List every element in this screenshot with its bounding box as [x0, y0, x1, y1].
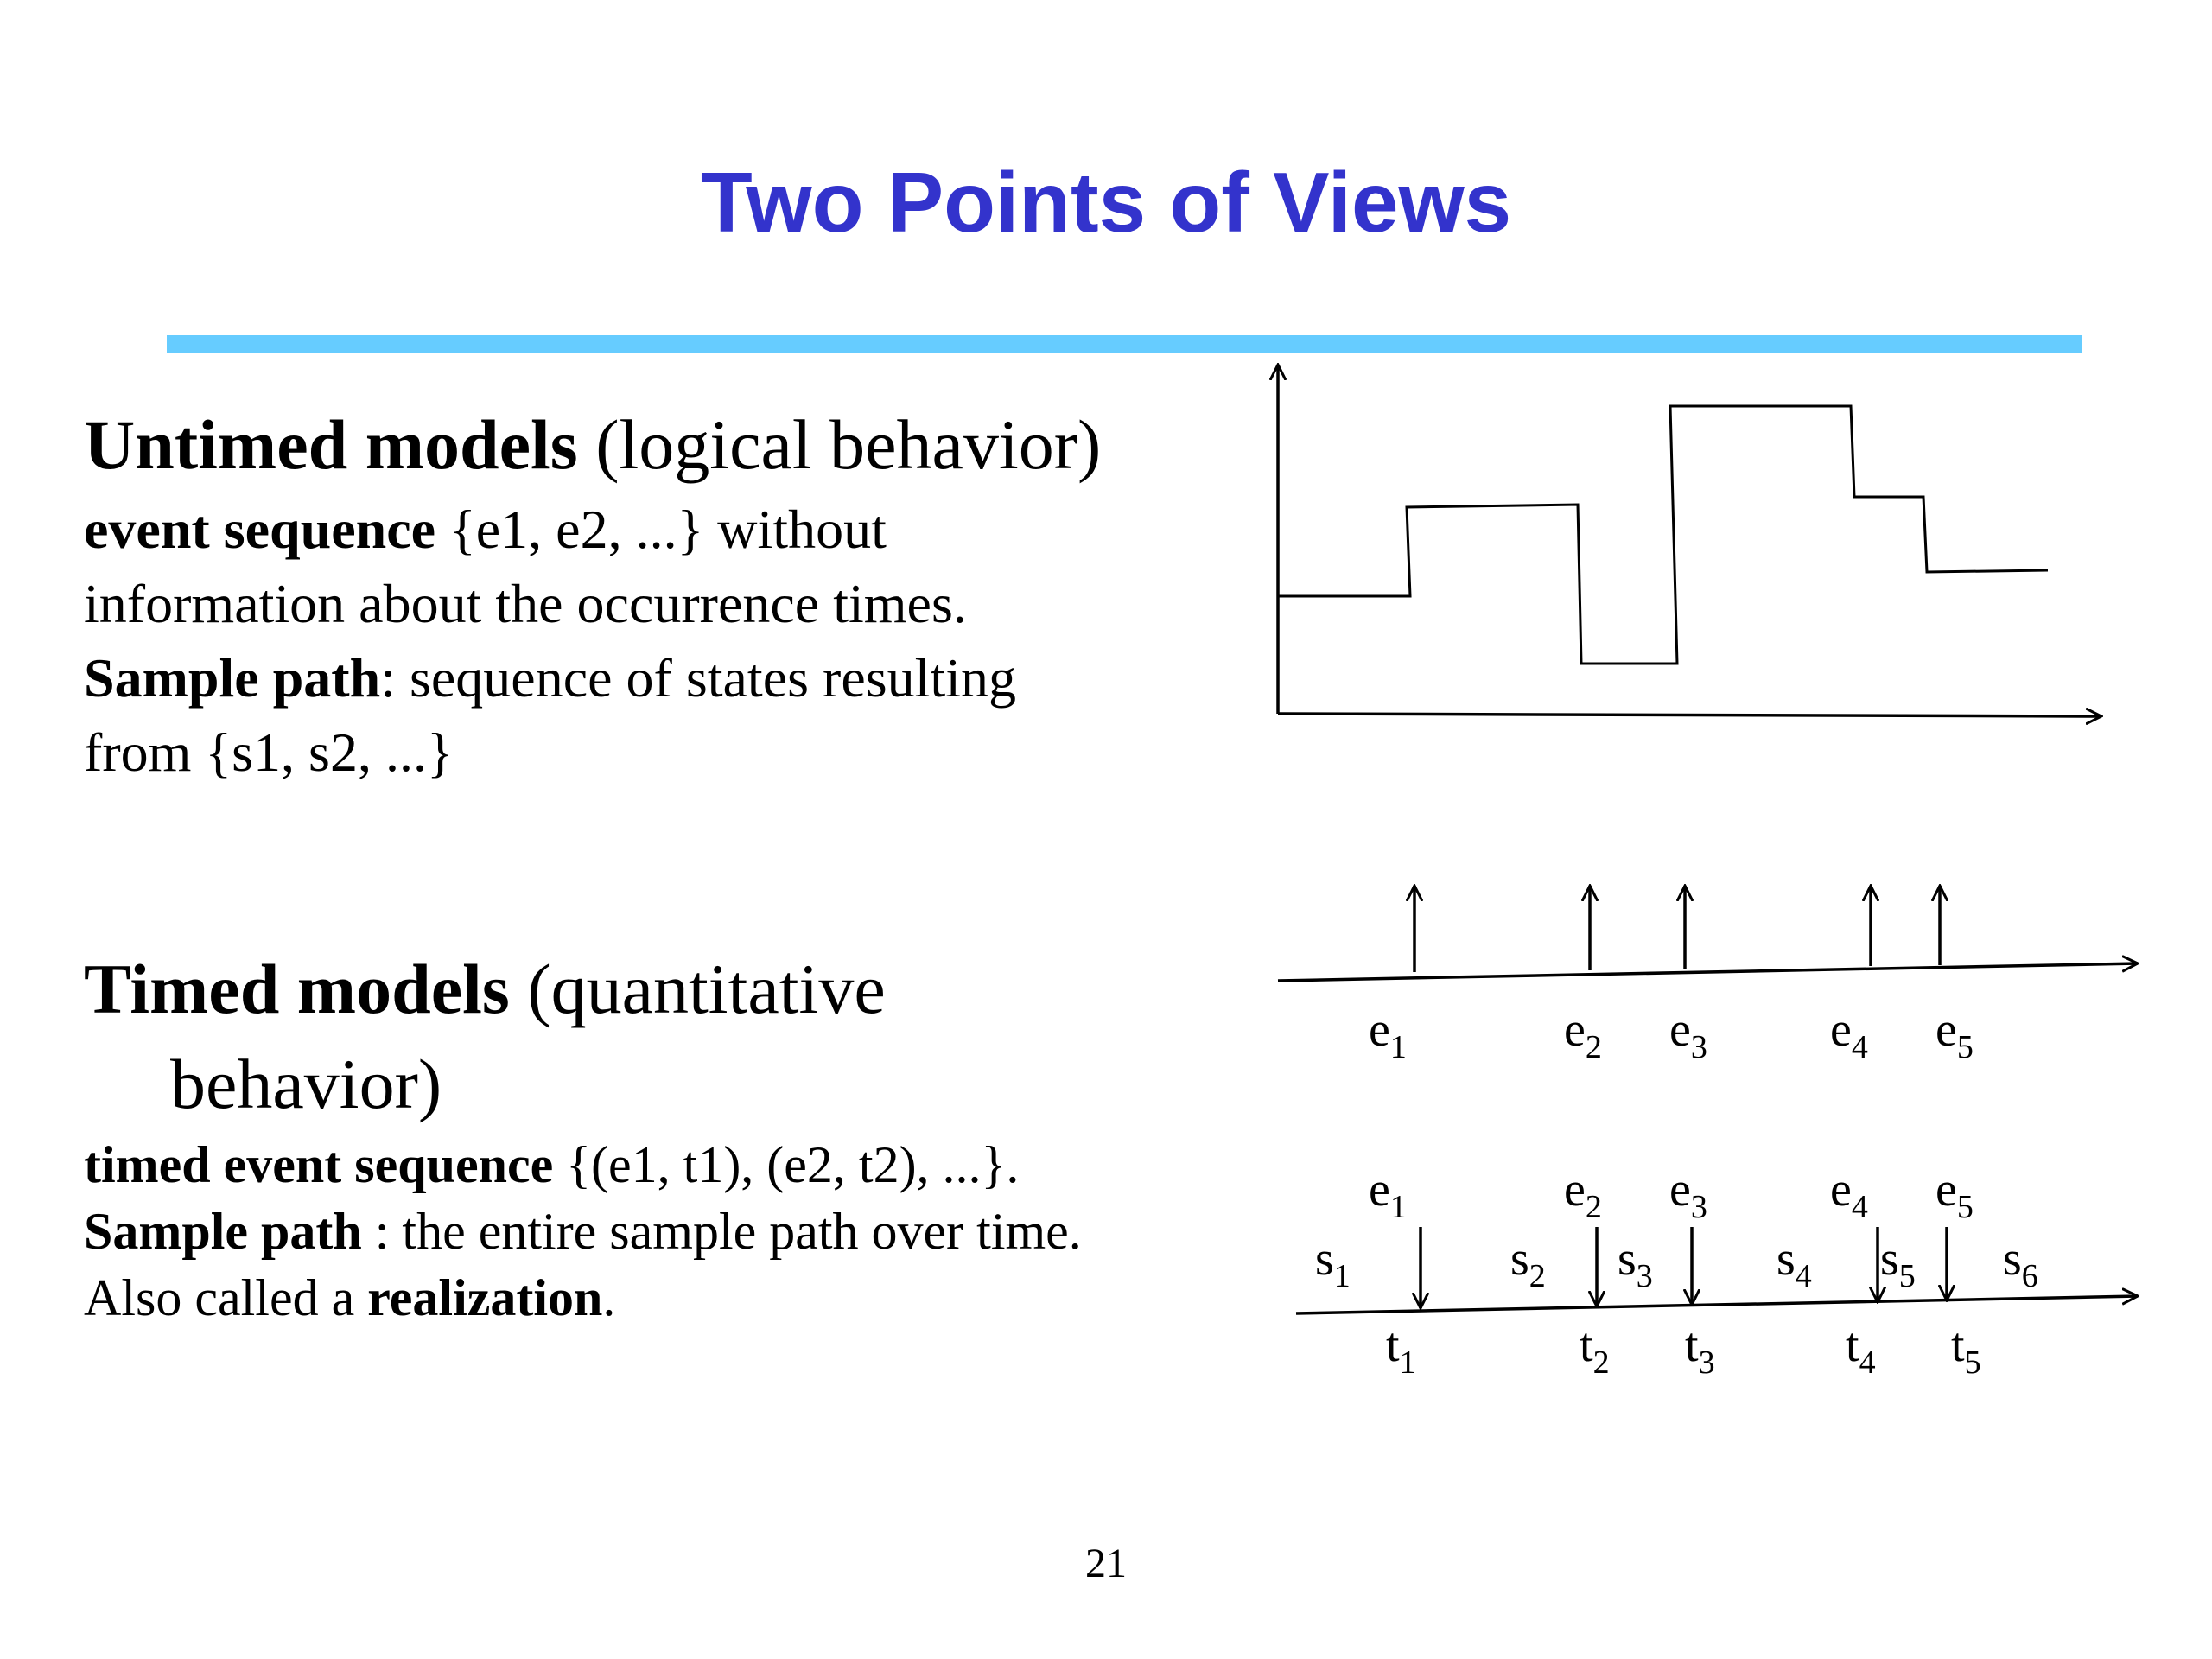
timed-event-label-e1: e1: [1369, 1163, 1407, 1225]
state-label-s1: s1: [1315, 1232, 1351, 1294]
untimed-line-1-rest: {e1, e2, ...} without: [435, 499, 887, 560]
untimed-line-2: information about the occurrence times.: [84, 573, 967, 634]
state-label-s4: s4: [1777, 1232, 1812, 1294]
time-label-t4: t4: [1846, 1319, 1876, 1381]
untimed-models-section: Untimed models (logical behavior) event …: [84, 397, 1101, 790]
state-label-s3: s3: [1618, 1232, 1653, 1294]
event-sequence-diagram: e1 e2 e3 e4 e5: [1277, 886, 2138, 1065]
time-label-t5: t5: [1951, 1319, 1981, 1381]
event-timeline-axis: [1277, 963, 2138, 982]
timed-line-1: timed event sequence {(e1, t1), (e2, t2)…: [84, 1132, 1082, 1198]
untimed-line-3-bold: Sample path: [84, 647, 381, 709]
timed-heading-rest: (quantitative: [509, 950, 886, 1028]
untimed-line-1: event sequence {e1, e2, ...} without: [84, 493, 1101, 567]
timed-line-2: Sample path : the entire sample path ove…: [84, 1198, 1082, 1265]
timed-line-1-rest: {(e1, t1), (e2, t2), ...}.: [553, 1136, 1020, 1193]
timed-line-2-bold: Sample path: [84, 1203, 362, 1260]
plot-x-axis: [1277, 714, 2101, 716]
untimed-line-3-rest: : sequence of states resulting: [380, 647, 1016, 709]
untimed-heading-rest: (logical behavior): [577, 405, 1102, 484]
timed-line-3-post: .: [602, 1269, 616, 1326]
timed-event-label-e5: e5: [1936, 1163, 1974, 1225]
sample-path-plot: [1278, 365, 2101, 716]
state-label-s2: s2: [1510, 1232, 1546, 1294]
untimed-line-4: from {s1, s2, ...}: [84, 721, 454, 783]
timed-line-3-pre: Also called a: [84, 1269, 368, 1326]
event-label-e2: e2: [1564, 1003, 1602, 1065]
event-label-e4: e4: [1830, 1003, 1868, 1065]
slide-title: Two Points of Views: [700, 155, 1512, 250]
sample-path-step-line: [1278, 404, 2049, 665]
timed-event-label-e3: e3: [1669, 1163, 1707, 1225]
timed-heading: Timed models (quantitative behavior): [84, 942, 1082, 1132]
timed-timeline-axis: [1295, 1296, 2138, 1315]
untimed-heading: Untimed models (logical behavior): [84, 397, 1101, 493]
timed-heading-bold: Timed models: [84, 950, 510, 1028]
page-number: 21: [1085, 1541, 1127, 1586]
timed-event-diagram: e1 e2 e3 e4 e5 s1 s2 s3 s4 s5 s6 t1 t2 t…: [1295, 1163, 2138, 1381]
timed-line-2-rest: : the entire sample path over time.: [361, 1203, 1082, 1260]
timed-models-section: Timed models (quantitative behavior) time…: [84, 942, 1082, 1332]
timed-line-3: Also called a realization.: [84, 1265, 1082, 1332]
timed-event-label-e4: e4: [1830, 1163, 1868, 1225]
timed-heading-cont: behavior): [170, 1045, 442, 1123]
time-label-t2: t2: [1580, 1319, 1610, 1381]
untimed-line-3: Sample path: sequence of states resultin…: [84, 641, 1101, 715]
untimed-heading-bold: Untimed models: [84, 405, 578, 484]
event-label-e3: e3: [1669, 1003, 1707, 1065]
time-label-t1: t1: [1386, 1319, 1416, 1381]
title-divider: [167, 335, 2082, 353]
untimed-line-1-bold: event sequence: [84, 499, 436, 560]
state-label-s5: s5: [1880, 1232, 1916, 1294]
timed-line-1-bold: timed event sequence: [84, 1136, 554, 1193]
event-label-e1: e1: [1369, 1003, 1407, 1065]
event-label-e5: e5: [1936, 1003, 1974, 1065]
state-label-s6: s6: [2003, 1232, 2038, 1294]
time-label-t3: t3: [1685, 1319, 1715, 1381]
timed-line-3-bold: realization: [367, 1269, 603, 1326]
timed-event-label-e2: e2: [1564, 1163, 1602, 1225]
